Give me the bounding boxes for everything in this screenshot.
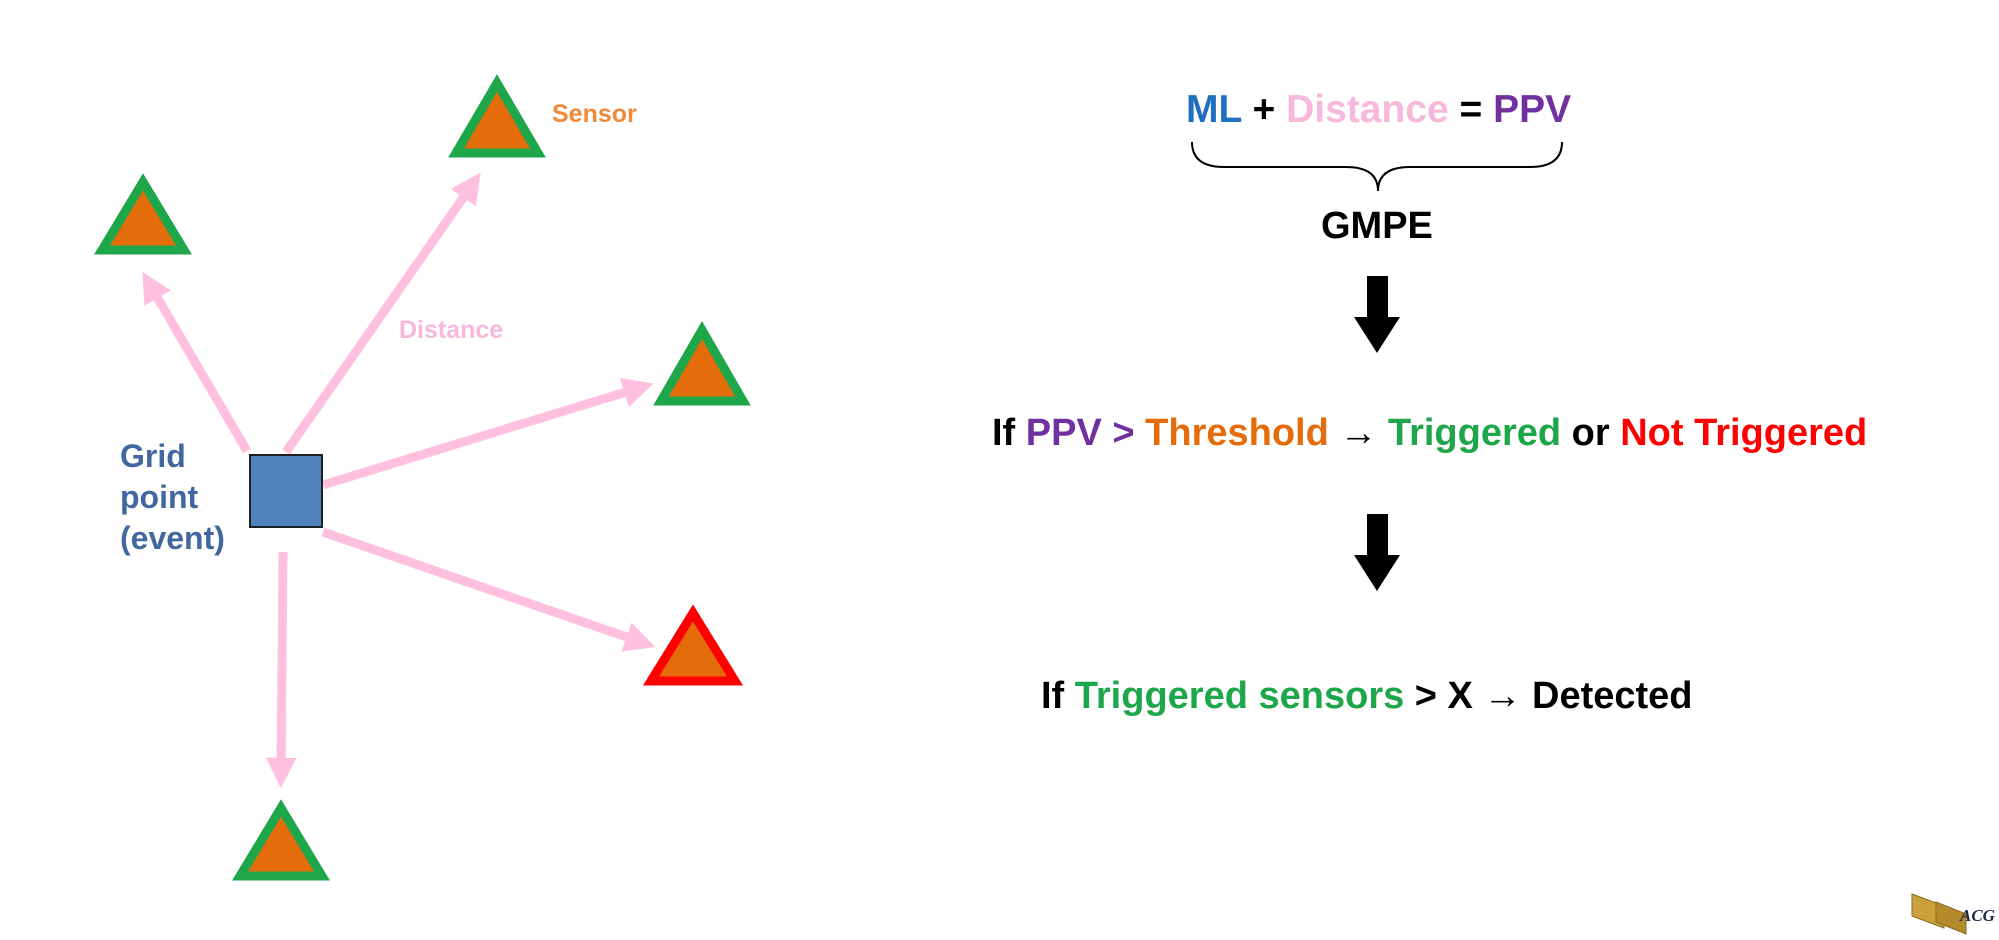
rule1-if: If — [992, 412, 1026, 454]
sensor-icon — [653, 321, 751, 406]
acg-logo-text: ACG — [1960, 906, 1995, 925]
rule2-triggered-sensors: Triggered sensors — [1074, 675, 1405, 717]
rule2-if: If — [1041, 675, 1075, 717]
rule1-or: or — [1561, 412, 1621, 454]
eq-ml: ML — [1186, 88, 1242, 131]
gmpe-brace — [1191, 141, 1563, 192]
trigger-rule: If PPV > Threshold → Triggered or Not Tr… — [992, 412, 1867, 455]
sensor-icon — [94, 173, 192, 255]
distance-arrow-bottom — [265, 551, 297, 789]
rule1-threshold: Threshold — [1145, 412, 1329, 454]
detection-rule: If Triggered sensors > X → Detected — [1041, 675, 1693, 718]
rule1-ppv: PPV — [1025, 412, 1102, 454]
eq-plus: + — [1241, 88, 1287, 131]
grid-point-square — [249, 454, 323, 528]
grid-point-label: Grid point (event) — [120, 436, 225, 559]
distance-arrow-lower-right — [321, 527, 656, 652]
sensor-icon — [448, 74, 546, 158]
distance-label: Distance — [399, 316, 504, 344]
sensor-label: Sensor — [552, 100, 637, 128]
rule2-rest: > X → Detected — [1404, 675, 1693, 717]
grid-label-line: Grid — [120, 438, 186, 474]
sensor-icon — [232, 799, 330, 881]
rule1-gt: > — [1101, 412, 1146, 454]
eq-ppv: PPV — [1493, 88, 1572, 131]
eq-equals: = — [1448, 88, 1494, 131]
distance-arrow-right — [321, 377, 654, 490]
distance-arrow-top — [282, 172, 481, 455]
eq-distance: Distance — [1286, 88, 1449, 131]
rule1-arrow: → — [1328, 412, 1388, 454]
down-arrow-icon — [1354, 514, 1400, 591]
grid-label-line: (event) — [120, 520, 225, 556]
grid-label-line: point — [120, 479, 199, 515]
rule1-triggered: Triggered — [1387, 412, 1562, 454]
rule1-not-triggered: Not Triggered — [1620, 412, 1868, 454]
gmpe-equation: ML + Distance = PPV — [1186, 88, 1571, 132]
gmpe-label: GMPE — [1321, 205, 1433, 247]
down-arrow-icon — [1354, 276, 1400, 353]
sensor-icon-triggered — [642, 604, 744, 686]
distance-arrow-upper-left — [142, 271, 251, 454]
acg-logo-icon — [1911, 893, 1967, 935]
